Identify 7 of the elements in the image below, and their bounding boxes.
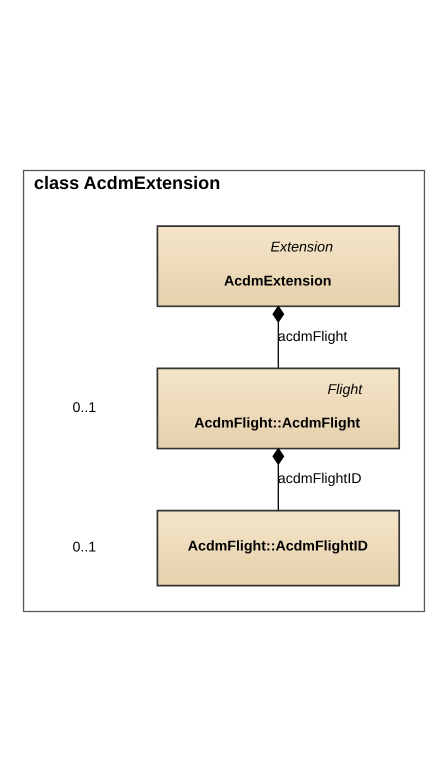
- label: 0..1: [72, 540, 96, 556]
- connector: [272, 448, 284, 510]
- connector: [272, 305, 284, 368]
- node-box: Flight AcdmFlight::AcdmFlight: [156, 368, 400, 450]
- label: 0..1: [72, 400, 96, 416]
- node-box: Extension AcdmExtension: [156, 225, 400, 308]
- node-box: AcdmFlight::AcdmFlightID: [156, 510, 400, 586]
